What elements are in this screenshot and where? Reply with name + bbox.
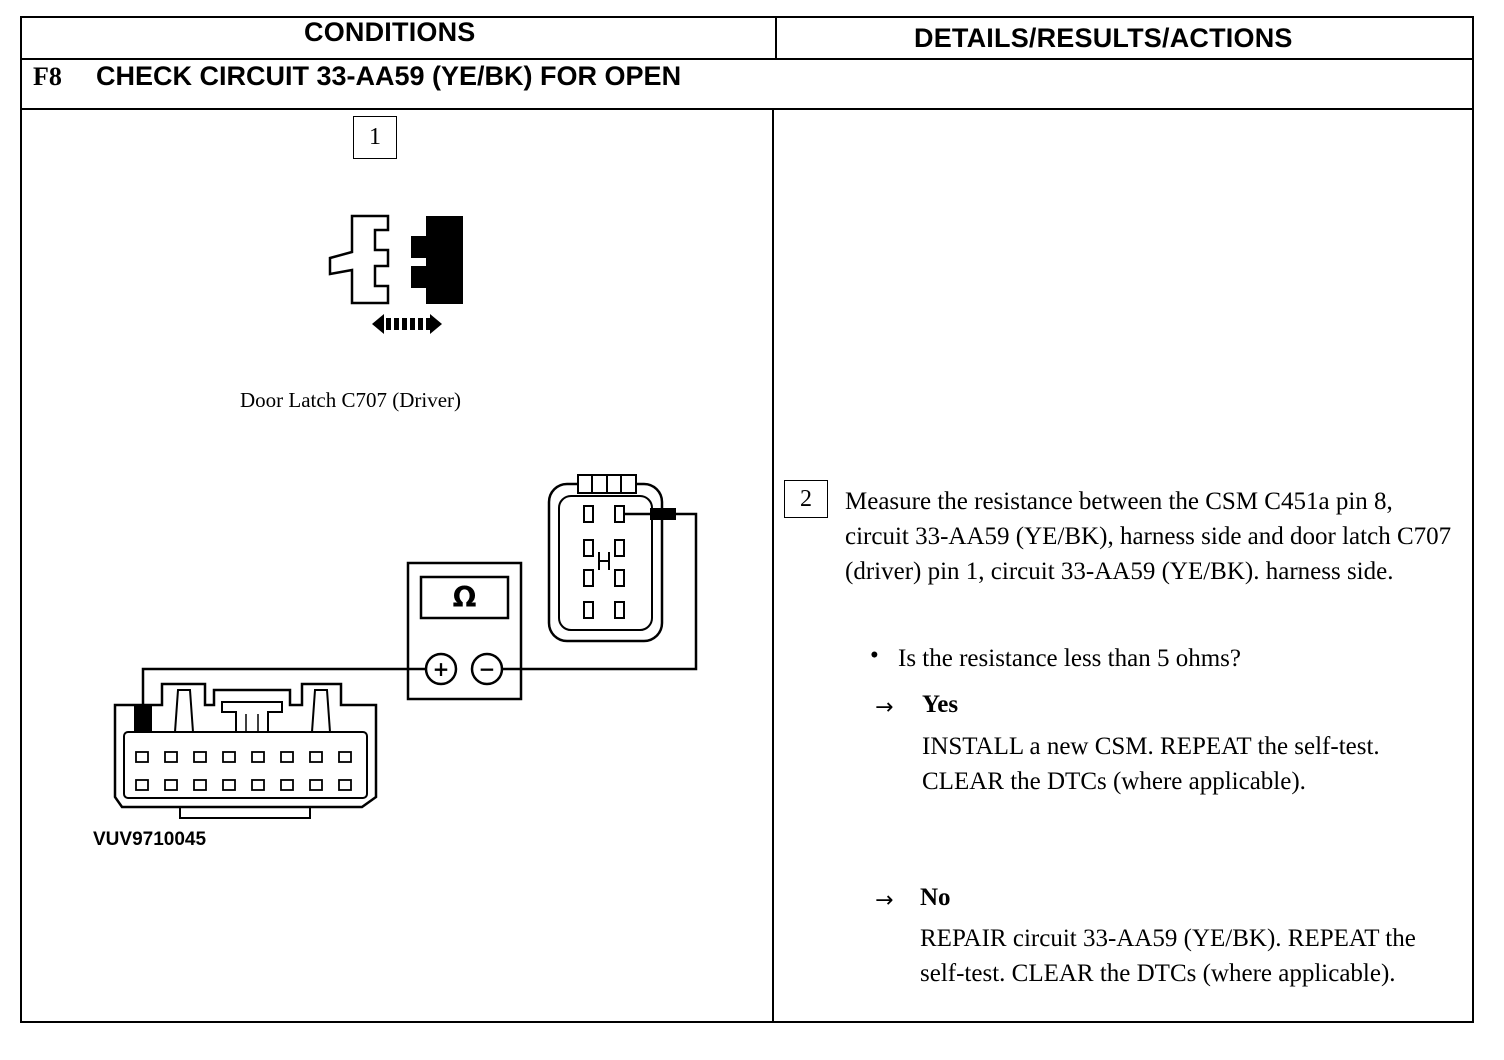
question-bullet: • xyxy=(870,642,879,669)
ohmmeter-icon xyxy=(406,561,523,701)
substep-1-box: 1 xyxy=(353,116,397,159)
test-leads xyxy=(141,512,698,705)
no-label: No xyxy=(920,884,951,911)
substep-2-box: 2 xyxy=(784,480,828,518)
door-latch-connector-icon xyxy=(547,474,676,643)
yes-action: INSTALL a new CSM. REPEAT the self-test.… xyxy=(922,733,1380,795)
step-title: CHECK CIRCUIT 33-AA59 (YE/BK) FOR OPEN xyxy=(96,61,682,91)
step-id: F8 xyxy=(33,62,62,91)
ohm-symbol: Ω xyxy=(452,581,477,614)
csm-connector-icon xyxy=(113,682,378,819)
conditions-header: CONDITIONS xyxy=(304,17,476,47)
measurement-instruction: Measure the resistance between the CSM C… xyxy=(845,488,1452,585)
resistance-question: Is the resistance less than 5 ohms? xyxy=(898,645,1241,672)
yes-label: Yes xyxy=(922,691,959,718)
door-latch-caption: Door Latch C707 (Driver) xyxy=(240,388,462,412)
disconnect-connector-icon xyxy=(328,214,463,334)
no-action: REPAIR circuit 33-AA59 (YE/BK). REPEAT t… xyxy=(920,925,1416,987)
header-divider xyxy=(20,58,1474,60)
details-header: DETAILS/RESULTS/ACTIONS xyxy=(914,23,1293,53)
plus-terminal-label: + xyxy=(432,657,450,681)
minus-terminal-label: − xyxy=(478,657,496,681)
body-column-divider xyxy=(772,108,774,1023)
table-frame xyxy=(20,16,1474,1023)
figure-id: VUV9710045 xyxy=(93,829,207,850)
yes-arrow-icon: → xyxy=(875,695,894,720)
no-arrow-icon: → xyxy=(875,888,894,913)
header-column-divider xyxy=(775,16,777,60)
step-divider xyxy=(20,108,1474,110)
